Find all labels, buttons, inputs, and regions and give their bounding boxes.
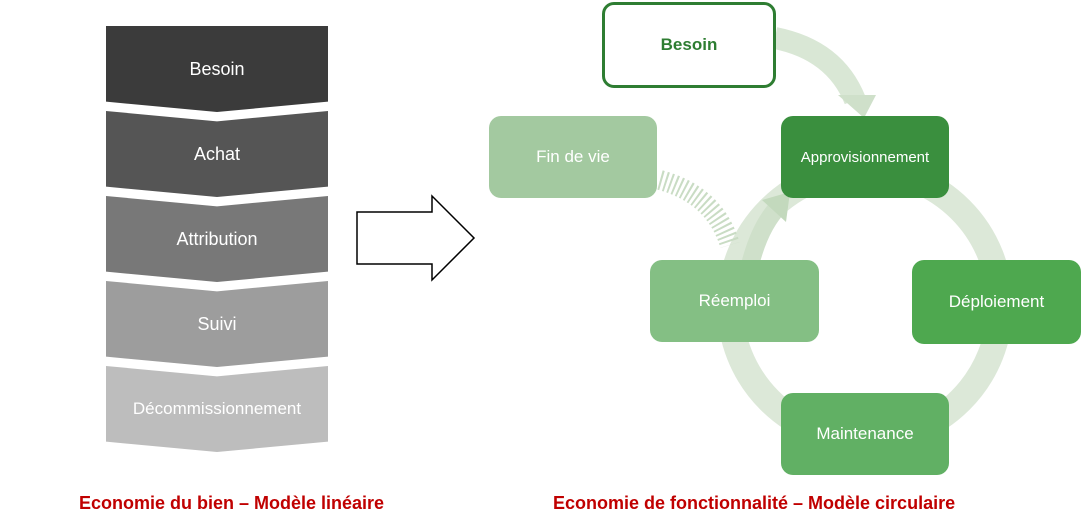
circular-maintenance: Maintenance (781, 393, 949, 475)
linear-step-besoin: Besoin (106, 26, 328, 112)
linear-step-decommissionnement: Décommissionnement (106, 366, 328, 452)
linear-step-suivi: Suivi (106, 281, 328, 367)
cycle-arrow-icon (772, 27, 866, 105)
circular-fin-de-vie: Fin de vie (489, 116, 657, 198)
linear-step-achat: Achat (106, 111, 328, 197)
linear-step-attribution: Attribution (106, 196, 328, 282)
circular-besoin: Besoin (602, 2, 776, 88)
transition-arrow-icon (356, 194, 476, 282)
circular-deploiement: Déploiement (912, 260, 1081, 344)
hatched-arrow (657, 170, 740, 249)
circular-reemploi: Réemploi (650, 260, 819, 342)
return-arrow-head (762, 192, 790, 222)
caption-circular: Economie de fonctionnalité – Modèle circ… (553, 493, 956, 513)
circular-approvisionnement: Approvisionnement (781, 116, 949, 198)
cycle-arrow-head (838, 95, 876, 118)
caption-linear: Economie du bien – Modèle linéaire (79, 493, 385, 513)
